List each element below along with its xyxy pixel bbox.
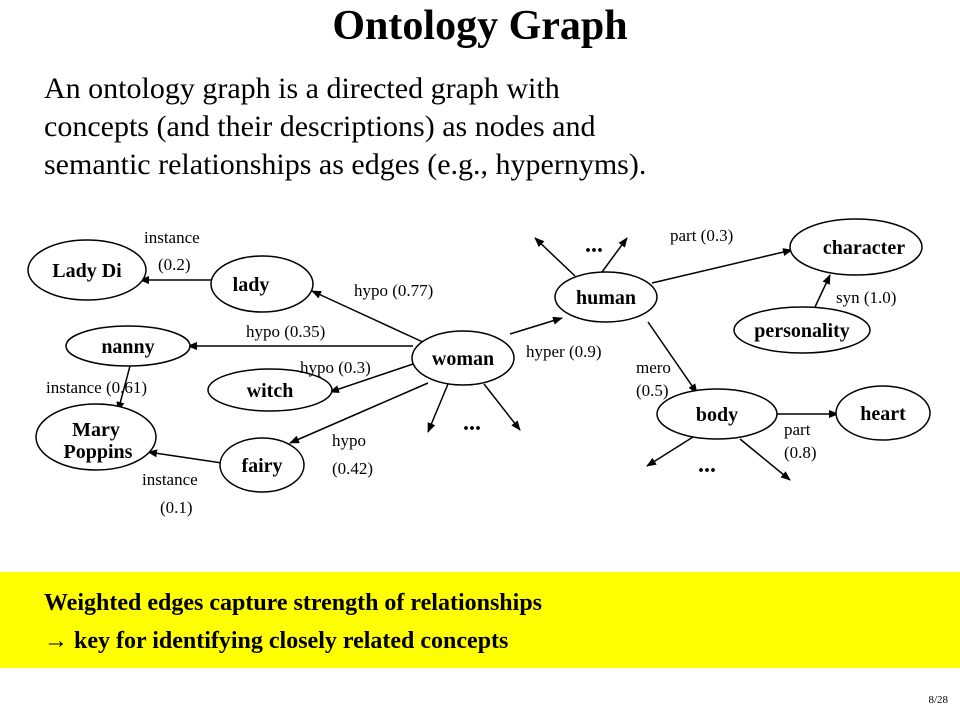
node-label-woman: woman (432, 348, 494, 370)
edge-label-character: part (0.3) (670, 226, 733, 245)
edge-label-body-line2: (0.5) (636, 381, 669, 400)
node-label-heart: heart (860, 403, 906, 425)
edge-labels: instance (0.2) hypo (0.77) hypo (0.35) h… (46, 226, 896, 517)
node-mary-poppins (35, 403, 157, 471)
node-label-fairy: fairy (241, 455, 282, 477)
edge-nanny-to-mary-poppins (116, 365, 131, 412)
edge-label-witch: hypo (0.3) (300, 358, 371, 377)
edge-label-lady-di-line1: instance (144, 228, 200, 247)
intro-line: concepts (and their descriptions) as nod… (44, 110, 596, 143)
node-label-human: human (576, 287, 636, 309)
node-label-lady: lady (233, 274, 270, 296)
edge-woman-to-ellipsis-2 (483, 383, 521, 431)
node-label-character: character (823, 237, 905, 259)
node-witch (207, 368, 333, 412)
edge-label-human: hyper (0.9) (526, 342, 602, 361)
edge-label-personality: syn (1.0) (836, 288, 896, 307)
ellipsis-human-top: ... (585, 232, 603, 258)
node-heart (835, 385, 931, 441)
intro-line: semantic relationships as edges (e.g., h… (44, 148, 647, 181)
intro-paragraph: An ontology graph is a directed graph wi… (44, 70, 944, 184)
edge-label-fairy-line2: (0.42) (332, 459, 373, 478)
edge-body-to-ellipsis-left (646, 436, 694, 467)
node-label-lady-di: Lady Di (52, 260, 122, 282)
node-body (656, 388, 778, 440)
intro-line: An ontology graph is a directed graph wi… (44, 72, 560, 105)
edge-fairy-to-mary-poppins (147, 449, 223, 464)
callout-line-2: → key for identifying closely related co… (44, 628, 509, 654)
ellipsis-body-bottom: ... (698, 452, 716, 478)
edge-personality-character-synonym (807, 274, 831, 317)
node-label-witch: witch (247, 380, 294, 402)
edge-human-to-ellipsis-right (601, 237, 628, 273)
ellipsis-woman-bottom: ... (463, 410, 481, 436)
edge-label-lady-di-line2: (0.2) (158, 255, 191, 274)
slide-title: Ontology Graph (332, 3, 628, 49)
node-human (554, 271, 658, 323)
node-label-personality: personality (754, 320, 850, 342)
node-label-nanny: nanny (101, 336, 154, 358)
edge-label-mary-fairy-line2: (0.1) (160, 498, 193, 517)
edge-label-nanny: hypo (0.35) (246, 322, 325, 341)
node-label-mary-poppins-line1: Mary (72, 419, 120, 441)
node-label-mary-poppins-line2: Poppins (64, 441, 133, 463)
ellipsis-markers: ... ... ... (463, 232, 716, 478)
node-nanny (65, 325, 191, 367)
edge-woman-to-human (509, 316, 563, 335)
edge-human-to-body (647, 321, 698, 394)
node-personality (733, 306, 871, 354)
edge-label-lady: hypo (0.77) (354, 281, 433, 300)
edges (116, 237, 839, 481)
nodes (27, 218, 931, 493)
node-character (789, 218, 923, 276)
node-lady-di (27, 239, 147, 301)
takeaway-callout: Weighted edges capture strength of relat… (0, 572, 960, 668)
edge-woman-to-lady (311, 290, 426, 344)
node-labels: Lady Di lady nanny witch Mary Poppins fa… (52, 237, 906, 477)
node-label-body: body (696, 404, 738, 426)
edge-woman-to-witch (329, 360, 423, 393)
node-fairy (219, 437, 305, 493)
edge-woman-to-fairy (289, 382, 429, 444)
ontology-graph-diagram: Lady Di lady nanny witch Mary Poppins fa… (27, 218, 931, 517)
node-lady (210, 255, 314, 313)
edge-woman-to-ellipsis-1 (427, 383, 449, 433)
edge-label-body-line1: mero (636, 358, 671, 377)
edge-body-to-ellipsis-right (739, 438, 791, 481)
node-woman (411, 330, 515, 386)
edge-label-mary-fairy-line1: instance (142, 470, 198, 489)
edge-human-to-ellipsis-left (534, 237, 576, 277)
page-number: 8/28 (928, 694, 948, 706)
edge-label-fairy-line1: hypo (332, 431, 366, 450)
edge-human-to-character (651, 248, 793, 284)
edge-label-heart-line1: part (784, 420, 811, 439)
edge-label-heart-line2: (0.8) (784, 443, 817, 462)
edge-label-mary-nanny: instance (0.61) (46, 378, 147, 397)
callout-line-1: Weighted edges capture strength of relat… (44, 590, 543, 616)
